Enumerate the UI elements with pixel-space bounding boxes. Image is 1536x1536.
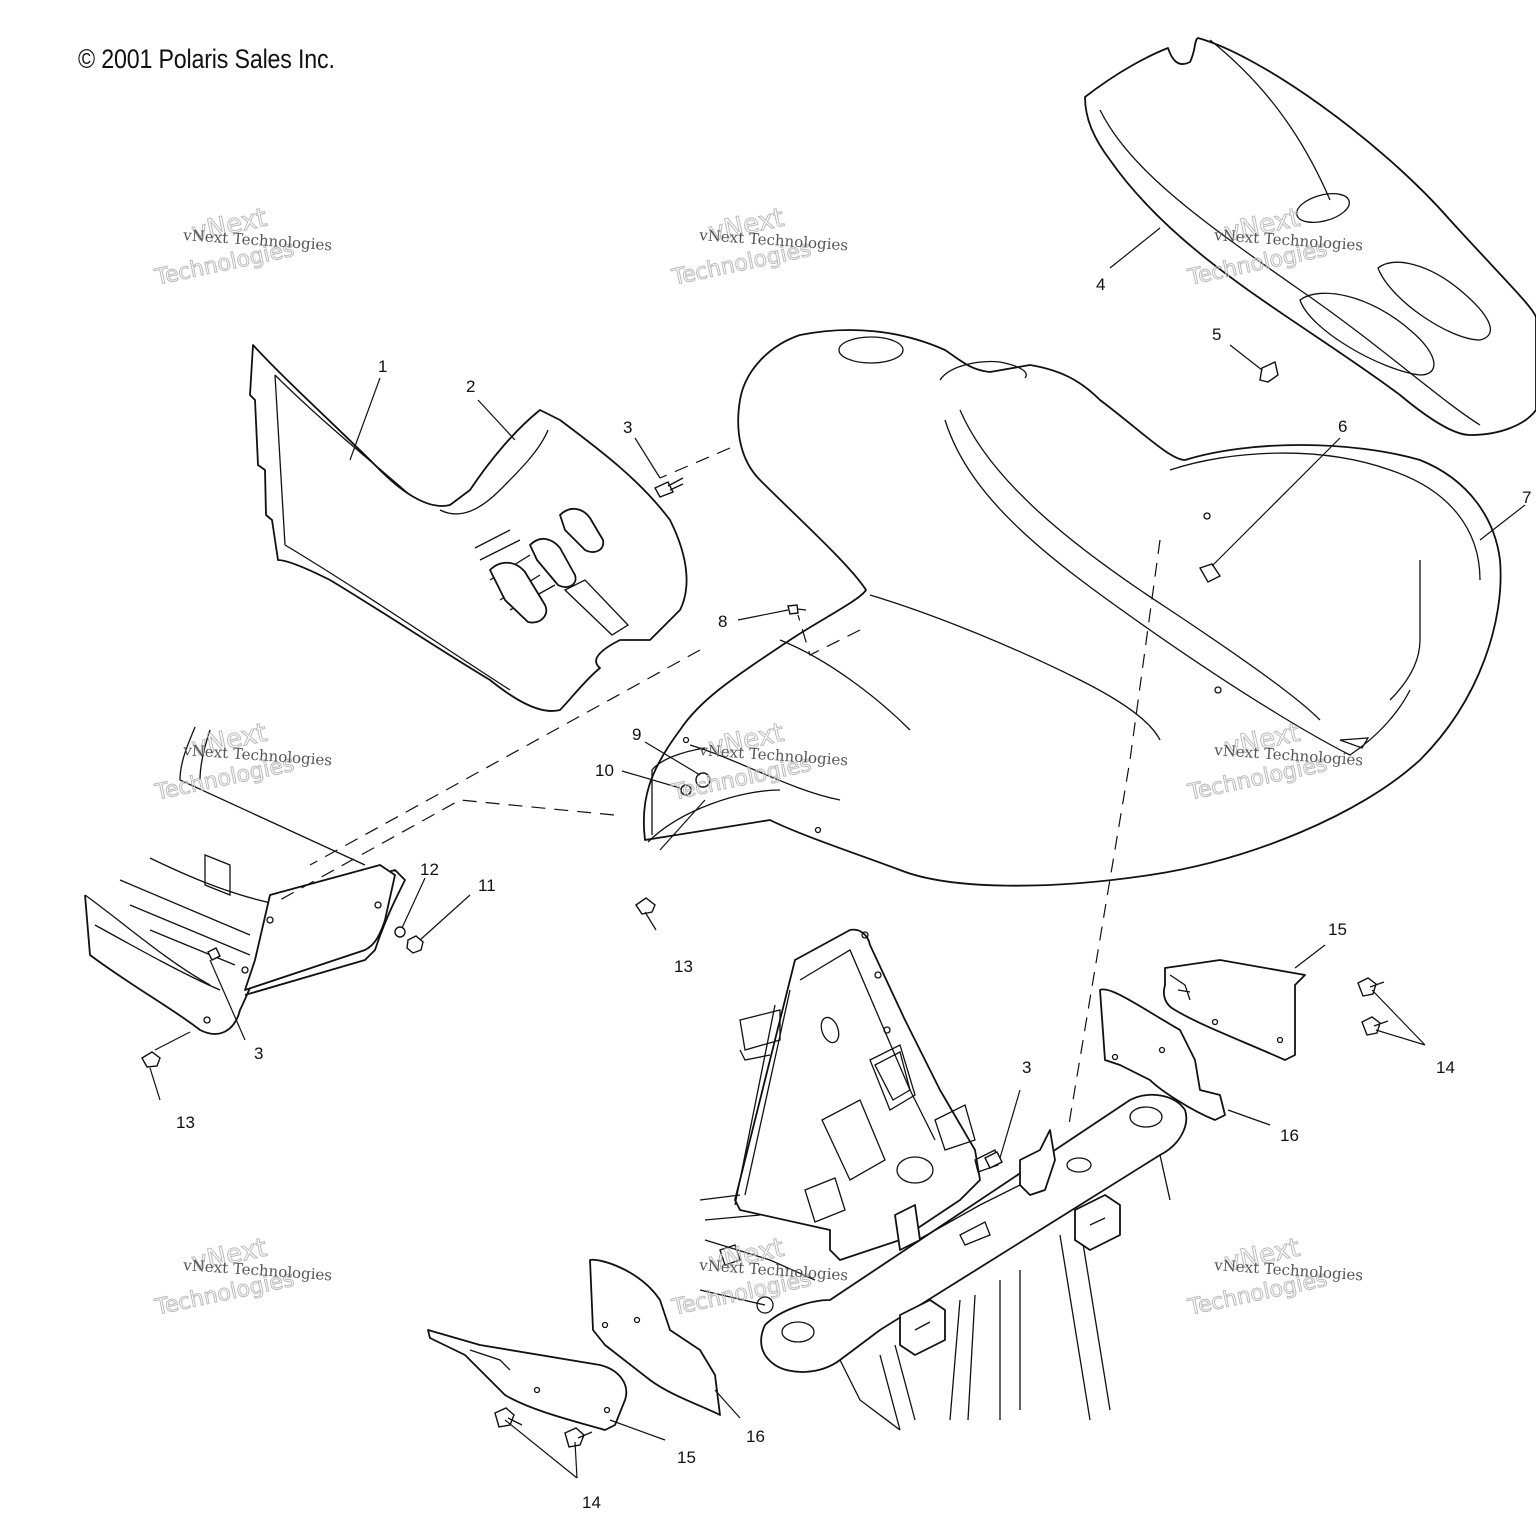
part-16-left-shield [589,1258,721,1416]
callout-14-left: 14 [582,1493,601,1512]
part-16-right-shield [1099,988,1226,1121]
callout-9: 9 [632,725,641,744]
part-1-side-panel [249,344,688,712]
callout-11: 11 [478,876,496,895]
alignment-lines [279,447,1161,1131]
callout-4: 4 [1096,275,1105,294]
callout-14-right: 14 [1436,1058,1455,1077]
leader-lines [149,227,1526,1479]
callout-3-left: 3 [254,1044,263,1063]
callout-10: 10 [595,761,614,780]
part-15-left-bracket [427,1329,628,1431]
callout-2: 2 [466,377,475,396]
callout-16-left: 16 [746,1427,765,1446]
frame-assembly [699,928,1188,1431]
callout-labels: 1 2 3 4 5 6 7 8 9 10 11 12 13 13 3 3 15 … [176,275,1531,1512]
copyright-notice: © 2001 Polaris Sales Inc. [78,44,335,74]
callout-5: 5 [1212,325,1221,344]
callout-13-center: 13 [674,957,693,976]
callout-7: 7 [1522,488,1531,507]
callout-13-left: 13 [176,1113,195,1132]
callout-6: 6 [1338,417,1347,436]
callout-8: 8 [718,612,727,631]
callout-1: 1 [378,357,387,376]
part-7-rear-fender [642,329,1502,887]
part-15-right-bracket [1162,959,1306,1061]
hardware-fasteners [141,361,1389,1448]
callout-3-frame: 3 [1022,1058,1031,1077]
callout-16-right: 16 [1280,1126,1299,1145]
callout-15-right: 15 [1328,920,1347,939]
callout-12: 12 [420,860,439,879]
part-2-footrest [439,429,630,636]
part-4-rack-cover [1084,37,1536,436]
callout-3-top: 3 [623,418,632,437]
callout-15-left: 15 [677,1448,696,1467]
front-left-fender-bracket [84,726,406,1035]
